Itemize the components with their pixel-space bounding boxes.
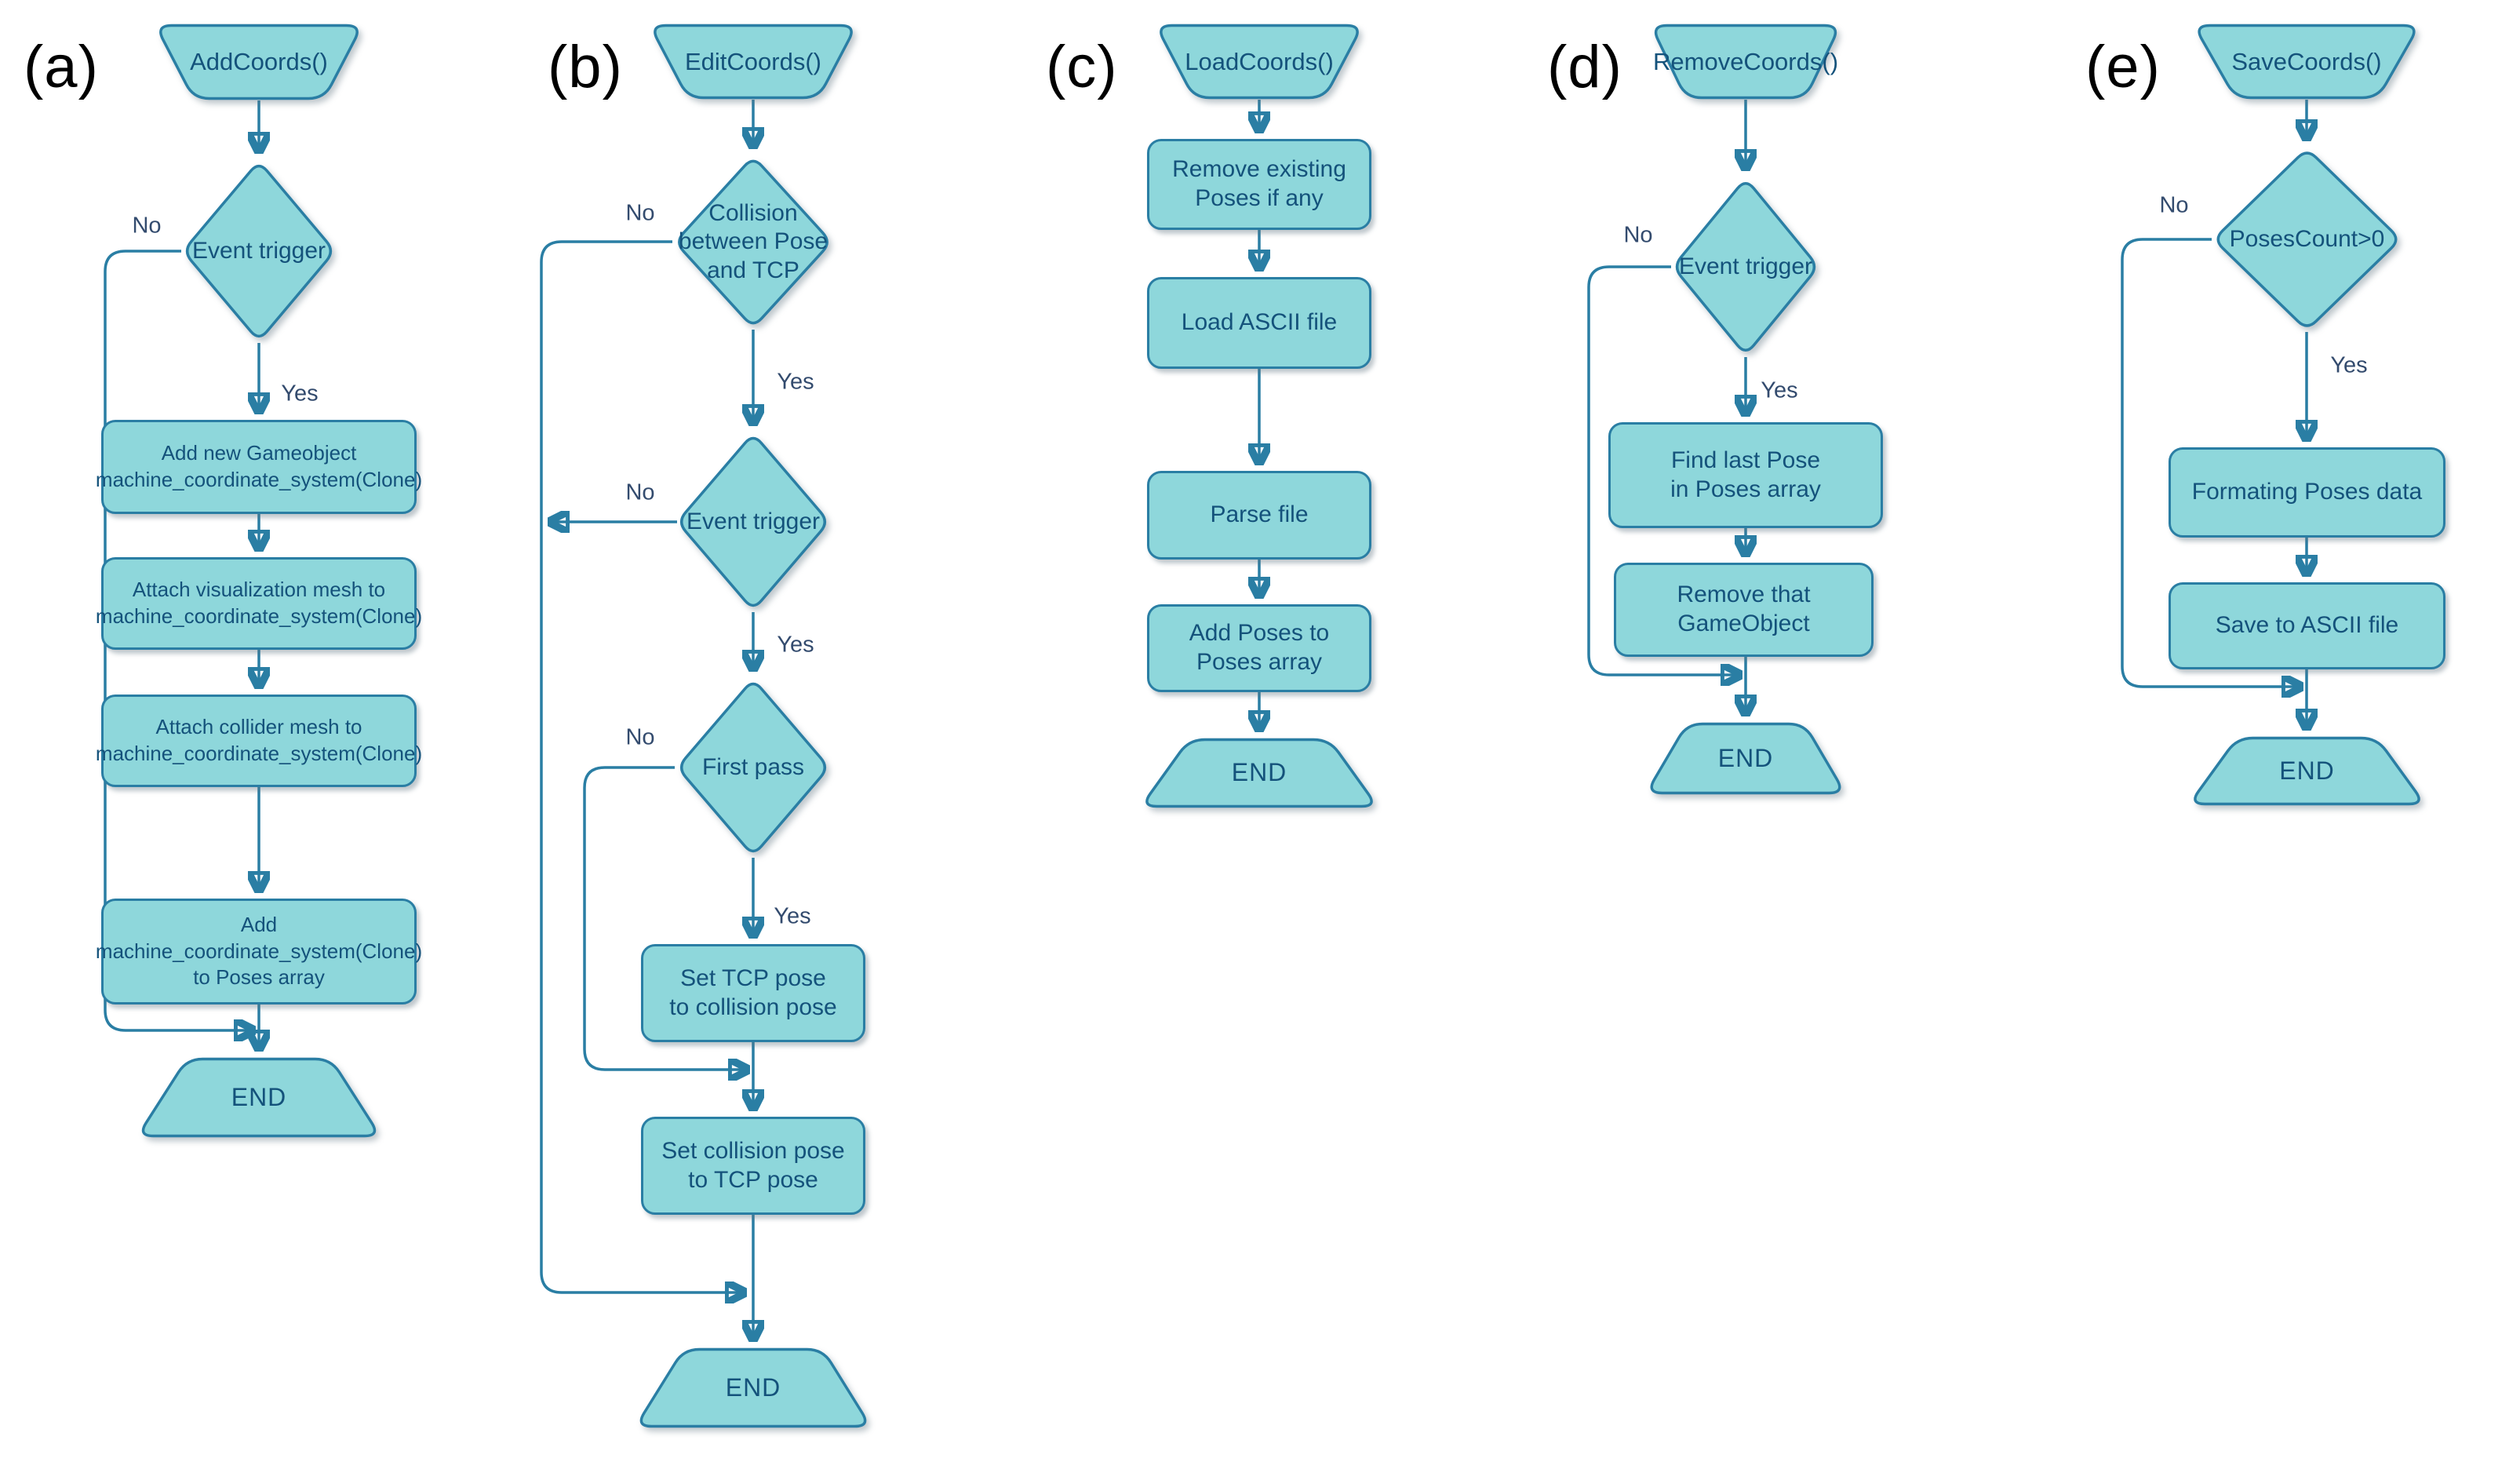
decision-node-label: First pass: [701, 753, 805, 780]
start-node-label: SaveCoords(): [2231, 47, 2382, 75]
start-node-addcoords: AddCoords(): [154, 24, 364, 100]
end-node: END: [2187, 736, 2427, 806]
process-node-label: Attach visualization mesh to machine_coo…: [95, 578, 423, 628]
decision-node-label: Collision between Pose and TCP: [678, 199, 828, 283]
process-node-remove-existing-poses: Remove existing Poses if any: [1147, 139, 1371, 230]
diamond-shape: [679, 436, 827, 607]
process-node-add-to-poses-array: Add machine_coordinate_system(Clone) to …: [96, 899, 422, 1004]
start-node-label: EditCoords(): [685, 47, 821, 75]
process-node-add-poses-to-array: Add Poses to Poses array: [1147, 604, 1371, 692]
end-shape: [1650, 722, 1841, 795]
edge-label-yes: Yes: [777, 632, 814, 658]
connector-b-outer-no-rail: [540, 240, 747, 1292]
decision-node-event-trigger: Event trigger: [676, 432, 831, 612]
start-node-loadcoords: LoadCoords(): [1154, 24, 1364, 100]
edge-label-yes: Yes: [774, 903, 811, 929]
diamond-shape: [1675, 181, 1816, 352]
decision-node-label: Event trigger: [1678, 253, 1813, 279]
process-node-label: Remove that GameObject: [1677, 582, 1811, 636]
decision-node-label: PosesCount>0: [2229, 225, 2385, 252]
decision-node-posescount: PosesCount>0: [2212, 147, 2402, 332]
figure-label-e: (e): [2085, 34, 2161, 100]
edge-label-yes: Yes: [281, 381, 319, 407]
process-node-find-last-pose: Find last Pose in Poses array: [1608, 422, 1883, 528]
diamond-shape: [678, 159, 828, 325]
connector-b-inner-no-rail: [583, 766, 750, 1070]
edge-label-no: No: [625, 724, 655, 750]
edge-label-no: No: [132, 213, 162, 239]
end-node: END: [1644, 722, 1847, 795]
process-node-label: Load ASCII file: [1181, 309, 1338, 336]
decision-node-collision-pose-tcp: Collision between Pose and TCP: [673, 155, 833, 330]
end-node-label: END: [725, 1373, 781, 1402]
start-node-editcoords: EditCoords(): [648, 24, 858, 100]
process-node-label: Find last Pose in Poses array: [1670, 447, 1821, 502]
end-node-label: END: [1717, 743, 1774, 772]
end-shape: [1145, 738, 1373, 808]
start-node-removecoords: RemoveCoords(): [1649, 24, 1842, 100]
process-node-label: Attach collider mesh to machine_coordina…: [95, 715, 423, 765]
end-node: END: [634, 1347, 872, 1428]
end-node-label: END: [231, 1082, 287, 1111]
decision-node-event-trigger: Event trigger: [181, 159, 337, 343]
process-node-remove-gameobject: Remove that GameObject: [1614, 563, 1874, 657]
connector-d-no-rail: [1587, 265, 1743, 675]
start-shape: [1160, 24, 1359, 100]
process-node-label: Remove existing Poses if any: [1172, 156, 1346, 211]
process-node-save-to-ascii: Save to ASCII file: [2169, 582, 2445, 669]
start-shape: [654, 24, 853, 100]
process-node-parse-file: Parse file: [1147, 471, 1371, 560]
start-node-label: AddCoords(): [190, 48, 328, 76]
process-node-label: Formating Poses data: [2191, 479, 2423, 505]
process-node-label: Parse file: [1210, 501, 1309, 528]
start-shape: [159, 24, 359, 100]
diamond-shape: [679, 682, 827, 853]
connector-e-no-rail: [2121, 238, 2303, 687]
process-node-label: Add machine_coordinate_system(Clone) to …: [95, 912, 423, 990]
figure-label-c: (c): [1046, 34, 1118, 100]
end-node-label: END: [1231, 758, 1287, 787]
process-node-label: Set TCP pose to collision pose: [669, 964, 837, 1020]
process-node-label: Set collision pose to TCP pose: [661, 1137, 845, 1193]
process-node-add-gameobject: Add new Gameobject machine_coordinate_sy…: [96, 420, 422, 514]
diamond-shape: [185, 164, 333, 338]
process-node-label: Add new Gameobject machine_coordinate_sy…: [95, 441, 423, 491]
end-shape: [639, 1347, 867, 1428]
process-node-set-collision-pose: Set collision pose to TCP pose: [641, 1117, 865, 1215]
process-node-label: Add Poses to Poses array: [1189, 620, 1330, 675]
process-node-label: Save to ASCII file: [2215, 612, 2399, 639]
start-shape: [2198, 24, 2416, 100]
edge-label-yes: Yes: [777, 369, 814, 395]
diamond-shape: [2216, 151, 2398, 327]
process-node-load-ascii-file: Load ASCII file: [1147, 277, 1371, 369]
process-node-set-tcp-pose: Set TCP pose to collision pose: [641, 944, 865, 1042]
edge-label-yes: Yes: [2330, 352, 2368, 378]
decision-node-label: Event trigger: [191, 237, 326, 264]
start-node-label: RemoveCoords(): [1653, 47, 1839, 75]
figure-label-d: (d): [1547, 34, 1622, 100]
edge-label-no: No: [2159, 192, 2189, 218]
end-shape: [141, 1057, 377, 1138]
end-shape: [2194, 736, 2420, 806]
decision-node-event-trigger: Event trigger: [1671, 177, 1820, 357]
edge-label-no: No: [625, 200, 655, 226]
figure-label-a: (a): [24, 34, 99, 100]
edge-label-no: No: [1623, 222, 1653, 248]
end-node: END: [136, 1057, 382, 1138]
edge-label-yes: Yes: [1761, 377, 1798, 403]
start-node-savecoords: SaveCoords(): [2192, 24, 2421, 100]
decision-node-label: Event trigger: [686, 508, 821, 534]
decision-node-first-pass: First pass: [676, 677, 831, 858]
start-shape: [1654, 24, 1837, 100]
end-node-label: END: [2279, 756, 2335, 785]
figure-label-b: (b): [548, 34, 623, 100]
start-node-label: LoadCoords(): [1185, 47, 1334, 75]
process-node-attach-collider-mesh: Attach collider mesh to machine_coordina…: [96, 695, 422, 787]
process-node-attach-visualization-mesh: Attach visualization mesh to machine_coo…: [96, 557, 422, 650]
process-node-formating-poses-data: Formating Poses data: [2169, 447, 2445, 538]
end-node: END: [1139, 738, 1379, 808]
edge-label-no: No: [625, 479, 655, 505]
